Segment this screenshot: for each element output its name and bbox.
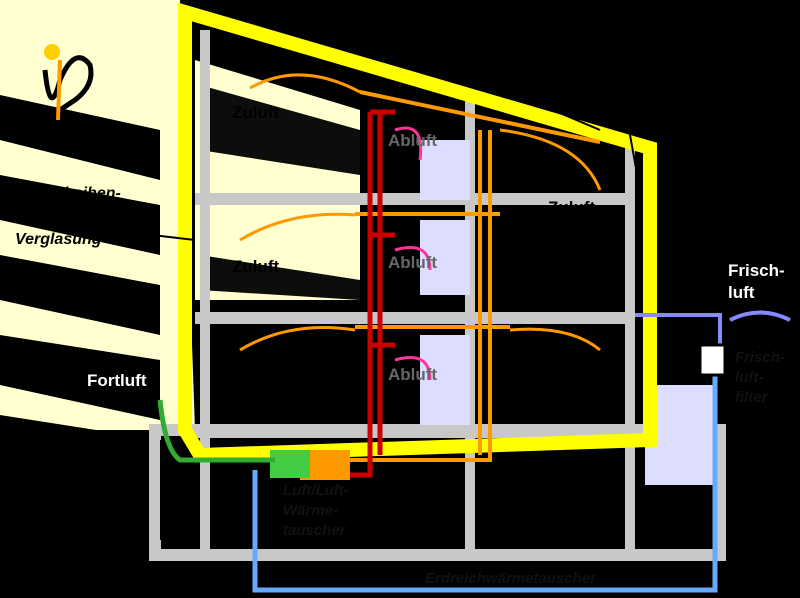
insulation-leader-2: [619, 79, 641, 191]
ground-heat-exchanger-pipe: [252, 360, 718, 593]
hrv-label-3: tauscher: [283, 522, 347, 539]
insulation-title-2: U unter 0,15 W/(m²K): [463, 67, 620, 84]
exhaust-air-label: Fortluft: [87, 371, 147, 390]
glazing-leader: [134, 232, 196, 241]
glazing-label-1: Dreischeiben-: [15, 185, 121, 202]
extract-air-label: Abluft: [388, 365, 437, 384]
supply-air-label: Zuluft: [232, 103, 280, 122]
fresh-filter-label-3: filter: [735, 389, 769, 406]
hrv-label-1: Luft/Luft-: [283, 482, 349, 499]
supply-arrows: [239, 73, 602, 352]
fresh-filter-label-1: Frisch-: [735, 349, 785, 366]
extract-air-label: Abluft: [388, 253, 437, 272]
ground-hx-label: Erdreichwärmetauscher: [425, 570, 597, 587]
extract-arrows: [394, 126, 432, 381]
extract-air-label: Abluft: [388, 131, 437, 150]
fresh-filter-label-2: luft-: [735, 369, 763, 386]
supply-air-label: Zuluft: [548, 198, 596, 217]
supply-air-label: Zuluft: [232, 367, 280, 386]
exhaust-duct: [157, 399, 275, 463]
supply-air-label: Zuluft: [232, 257, 280, 276]
passivhaus-logo-icon: [42, 44, 94, 121]
fresh-air-intake: [635, 310, 791, 377]
heat-exchanger: [270, 450, 350, 480]
glazing-label-2: Wärmeschutz-: [15, 208, 124, 225]
insulation-envelope: [178, 2, 657, 463]
insulation-title-1: Wärmedämmung mit: [463, 45, 622, 62]
hrv-label-2: Wärme-: [283, 502, 338, 519]
supply-air-label: Zuluft: [555, 357, 603, 376]
insulation-leader-1: [469, 74, 601, 131]
floor-slabs: [195, 193, 635, 438]
sunlight-beams: [0, 0, 360, 598]
glazing-label-3: Verglasung: [15, 231, 102, 248]
stairs: [420, 140, 715, 485]
fresh-air-label-2: luft: [728, 283, 755, 302]
fresh-air-label-1: Frisch-: [728, 261, 785, 280]
